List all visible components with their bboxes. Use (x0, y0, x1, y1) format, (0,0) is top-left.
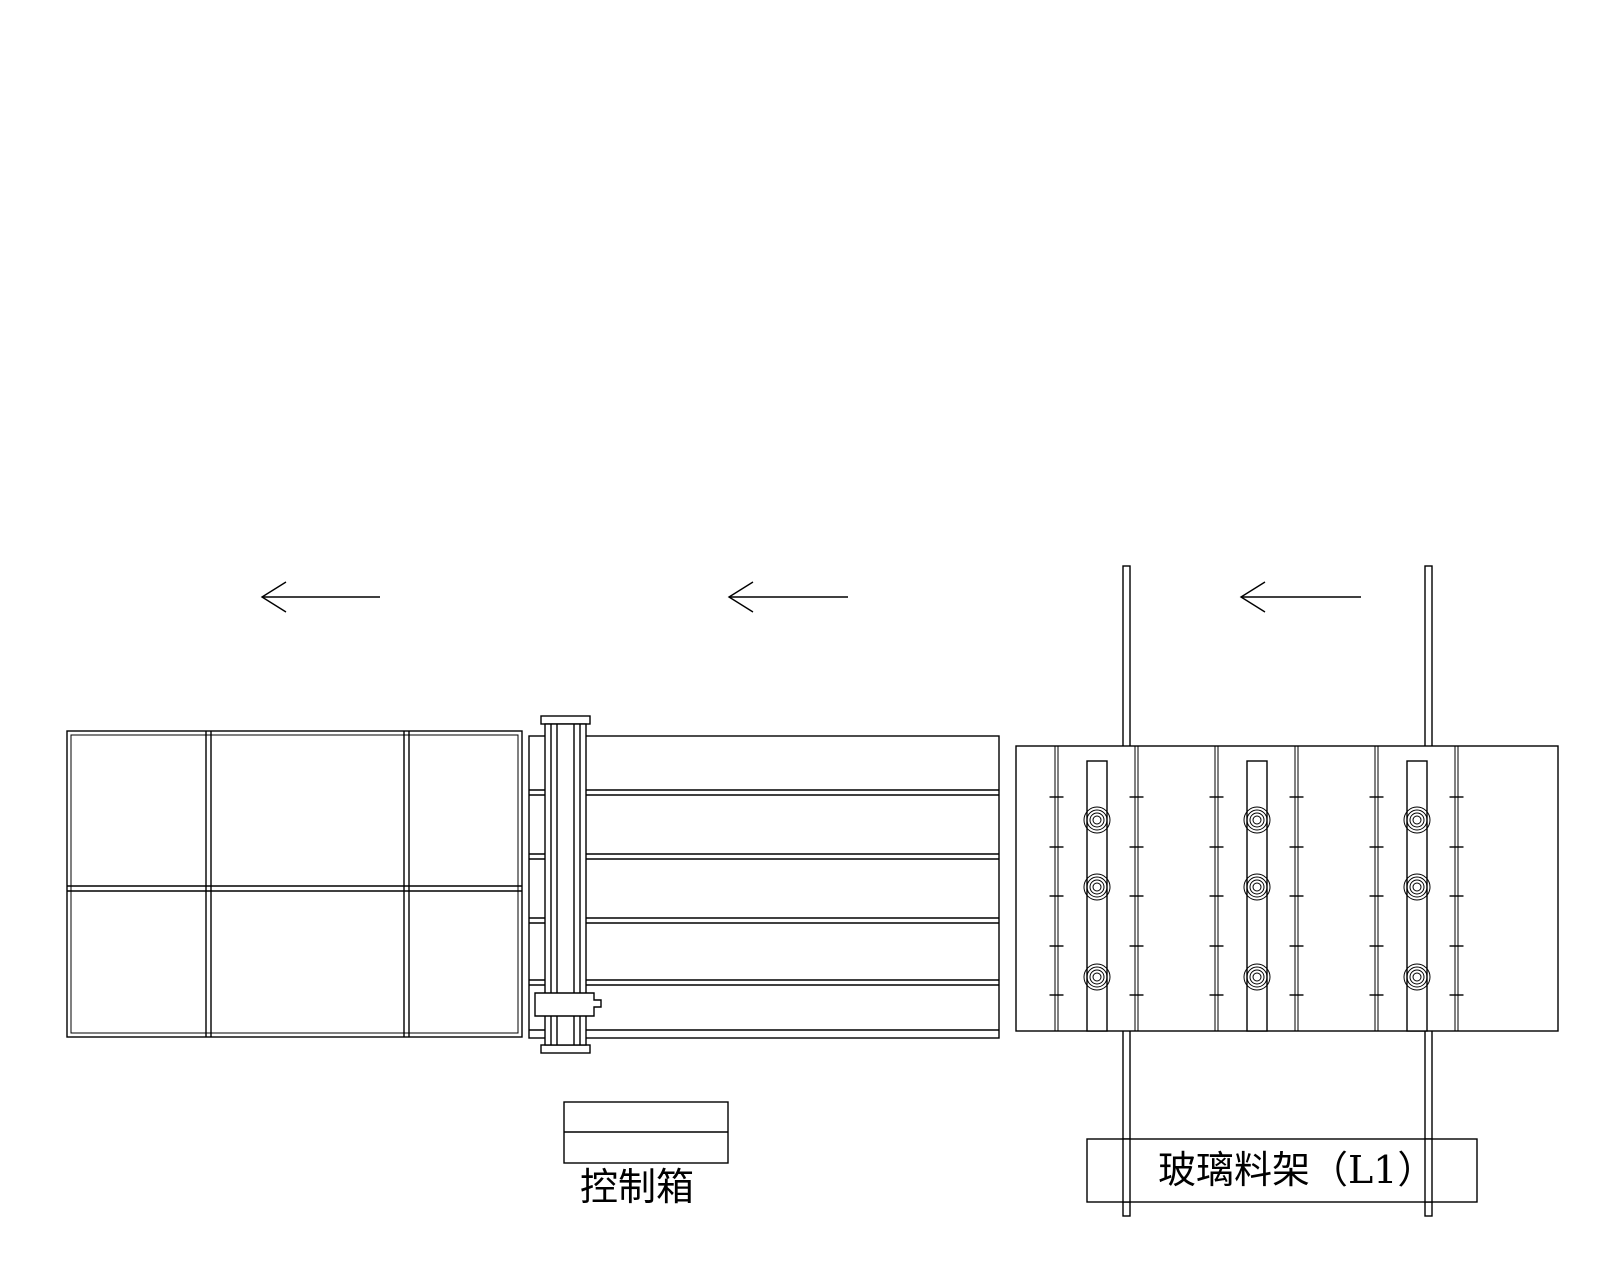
output-table (66, 730, 523, 1038)
roller-icon (1083, 873, 1111, 901)
roller-icon (1403, 963, 1431, 991)
rack-unit (1209, 746, 1304, 1032)
rack-unit (1049, 746, 1144, 1032)
roller-icon (1403, 806, 1431, 834)
rack-label-box (1086, 1138, 1478, 1203)
flow-arrow-left-icon (260, 581, 380, 613)
glass-rack-label: 玻璃料架（L1） (1158, 1148, 1435, 1192)
control-box (563, 1101, 729, 1164)
cutting-table (528, 735, 1000, 1039)
roller-icon (1243, 806, 1271, 834)
roller-icon (1403, 873, 1431, 901)
flow-arrow-middle-icon (727, 581, 848, 613)
control-box-label: 控制箱 (580, 1165, 694, 1209)
cutting-head (534, 992, 602, 1017)
rack-units (1049, 746, 1464, 1032)
roller-icon (1243, 873, 1271, 901)
cutting-bridge (534, 715, 602, 1054)
flow-arrow-right-icon (1239, 581, 1361, 613)
roller-icon (1083, 963, 1111, 991)
roller-icon (1243, 963, 1271, 991)
roller-icon (1083, 806, 1111, 834)
rack-unit (1369, 746, 1464, 1032)
